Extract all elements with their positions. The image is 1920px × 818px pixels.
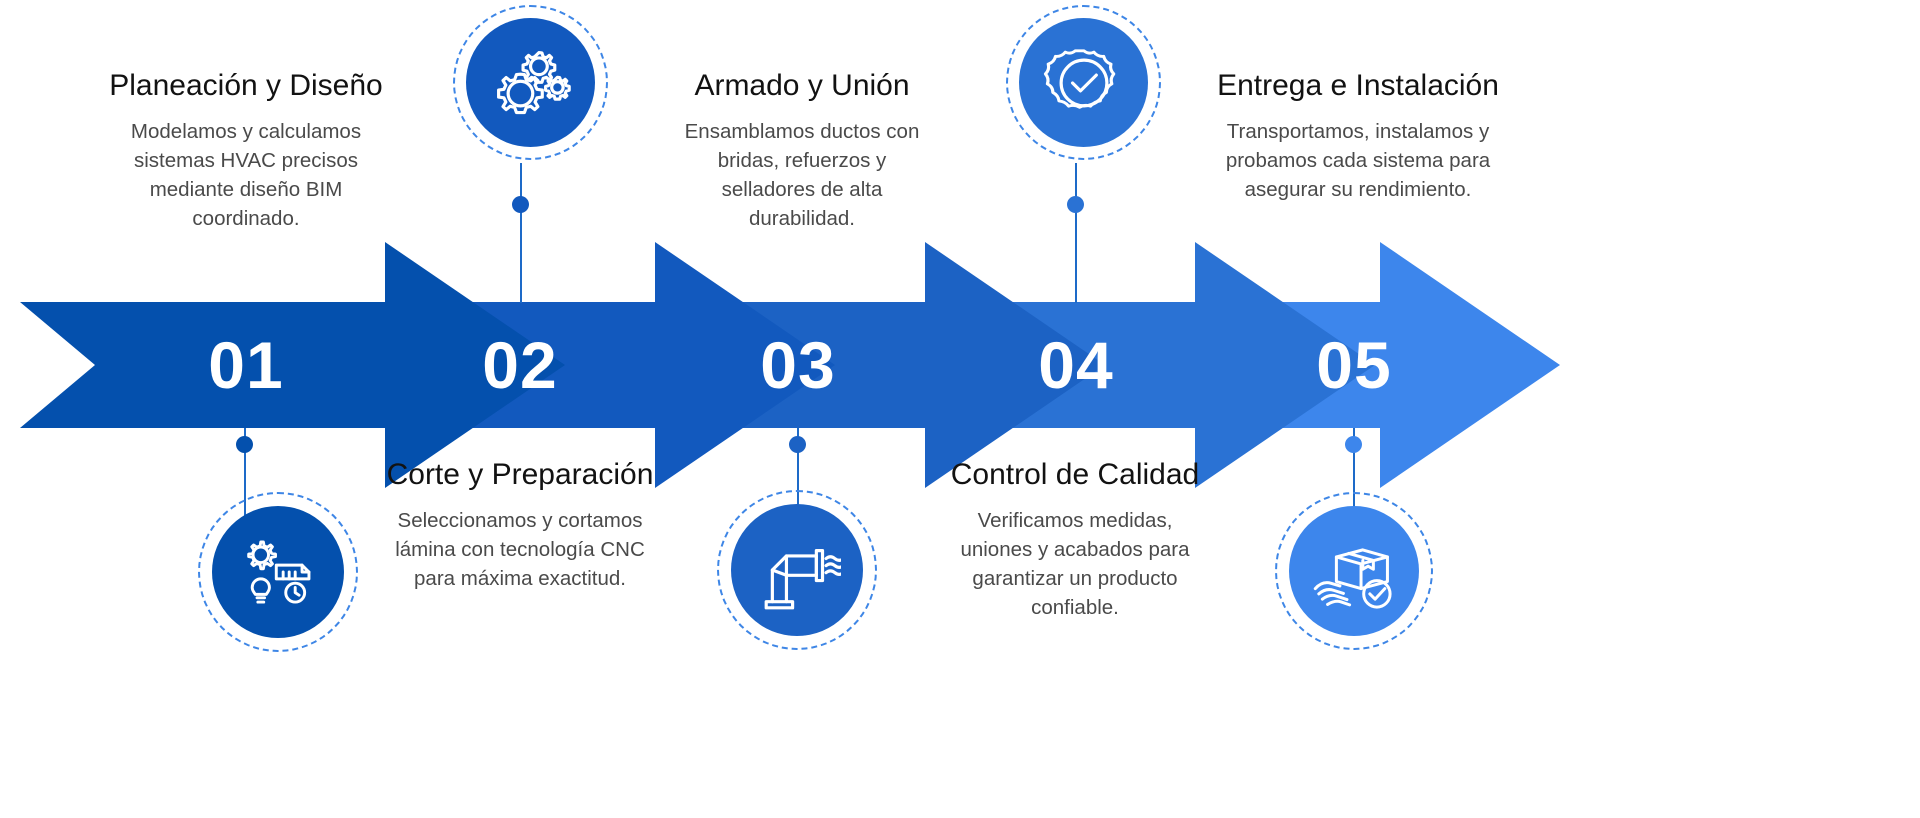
step-number-3: 03 — [760, 328, 836, 402]
step-description-5: Transportamos, instalamos y probamos cad… — [1225, 119, 1491, 201]
connector-line-2 — [520, 163, 522, 303]
step-text-2: Corte y Preparación Seleccionamos y cort… — [370, 457, 670, 593]
step-title-2: Corte y Preparación — [386, 458, 654, 491]
step-number-1: 01 — [208, 328, 284, 402]
step-text-5: Entrega e Instalación Transportamos, ins… — [1208, 68, 1508, 204]
step-number-4: 04 — [1038, 328, 1114, 402]
connector-dot-1 — [236, 436, 253, 453]
gears-icon — [466, 18, 595, 147]
step-title-4: Control de Calidad — [950, 458, 1200, 491]
step-description-4: Verificamos medidas, uniones y acabados … — [960, 508, 1190, 619]
icon-dashed-ring-5 — [1275, 492, 1433, 650]
connector-line-1 — [244, 428, 246, 546]
arrow-timeline-band: 01 02 03 04 05 — [0, 240, 1920, 490]
icon-badge-3[interactable] — [717, 490, 877, 650]
connector-dot-5 — [1345, 436, 1362, 453]
step-number-5: 05 — [1316, 328, 1392, 402]
duct-pipe-airflow-icon — [731, 504, 863, 636]
step-title-3: Armado y Unión — [694, 69, 910, 102]
connector-dot-4 — [1067, 196, 1084, 213]
quality-check-badge-icon — [1019, 18, 1148, 147]
icon-badge-1[interactable] — [198, 492, 358, 652]
step-text-3: Armado y Unión Ensamblamos ductos con br… — [655, 68, 949, 233]
icon-badge-5[interactable] — [1275, 492, 1433, 650]
connector-line-3 — [797, 428, 799, 546]
icon-badge-4[interactable] — [1006, 5, 1161, 160]
connector-dot-3 — [789, 436, 806, 453]
step-number-2: 02 — [482, 328, 558, 402]
step-description-3: Ensamblamos ductos con bridas, refuerzos… — [684, 119, 920, 230]
step-title-5: Entrega e Instalación — [1217, 69, 1499, 102]
step-text-4: Control de Calidad Verificamos medidas, … — [930, 457, 1220, 622]
arrow-segment-1 — [20, 242, 565, 488]
icon-dashed-ring-4 — [1006, 5, 1161, 160]
step-description-2: Seleccionamos y cortamos lámina con tecn… — [395, 508, 645, 590]
icon-dashed-ring-2 — [453, 5, 608, 160]
icon-dashed-ring-1 — [198, 492, 358, 652]
delivery-package-check-icon — [1289, 506, 1419, 636]
step-description-1: Modelamos y calculamos sistemas HVAC pre… — [130, 119, 362, 230]
icon-badge-2[interactable] — [453, 5, 608, 160]
step-title-1: Planeación y Diseño — [109, 69, 383, 102]
step-text-1: Planeación y Diseño Modelamos y calculam… — [96, 68, 396, 233]
connector-dot-2 — [512, 196, 529, 213]
design-gear-lightbulb-icon — [212, 506, 344, 638]
connector-line-4 — [1075, 163, 1077, 303]
icon-dashed-ring-3 — [717, 490, 877, 650]
connector-line-5 — [1353, 428, 1355, 546]
